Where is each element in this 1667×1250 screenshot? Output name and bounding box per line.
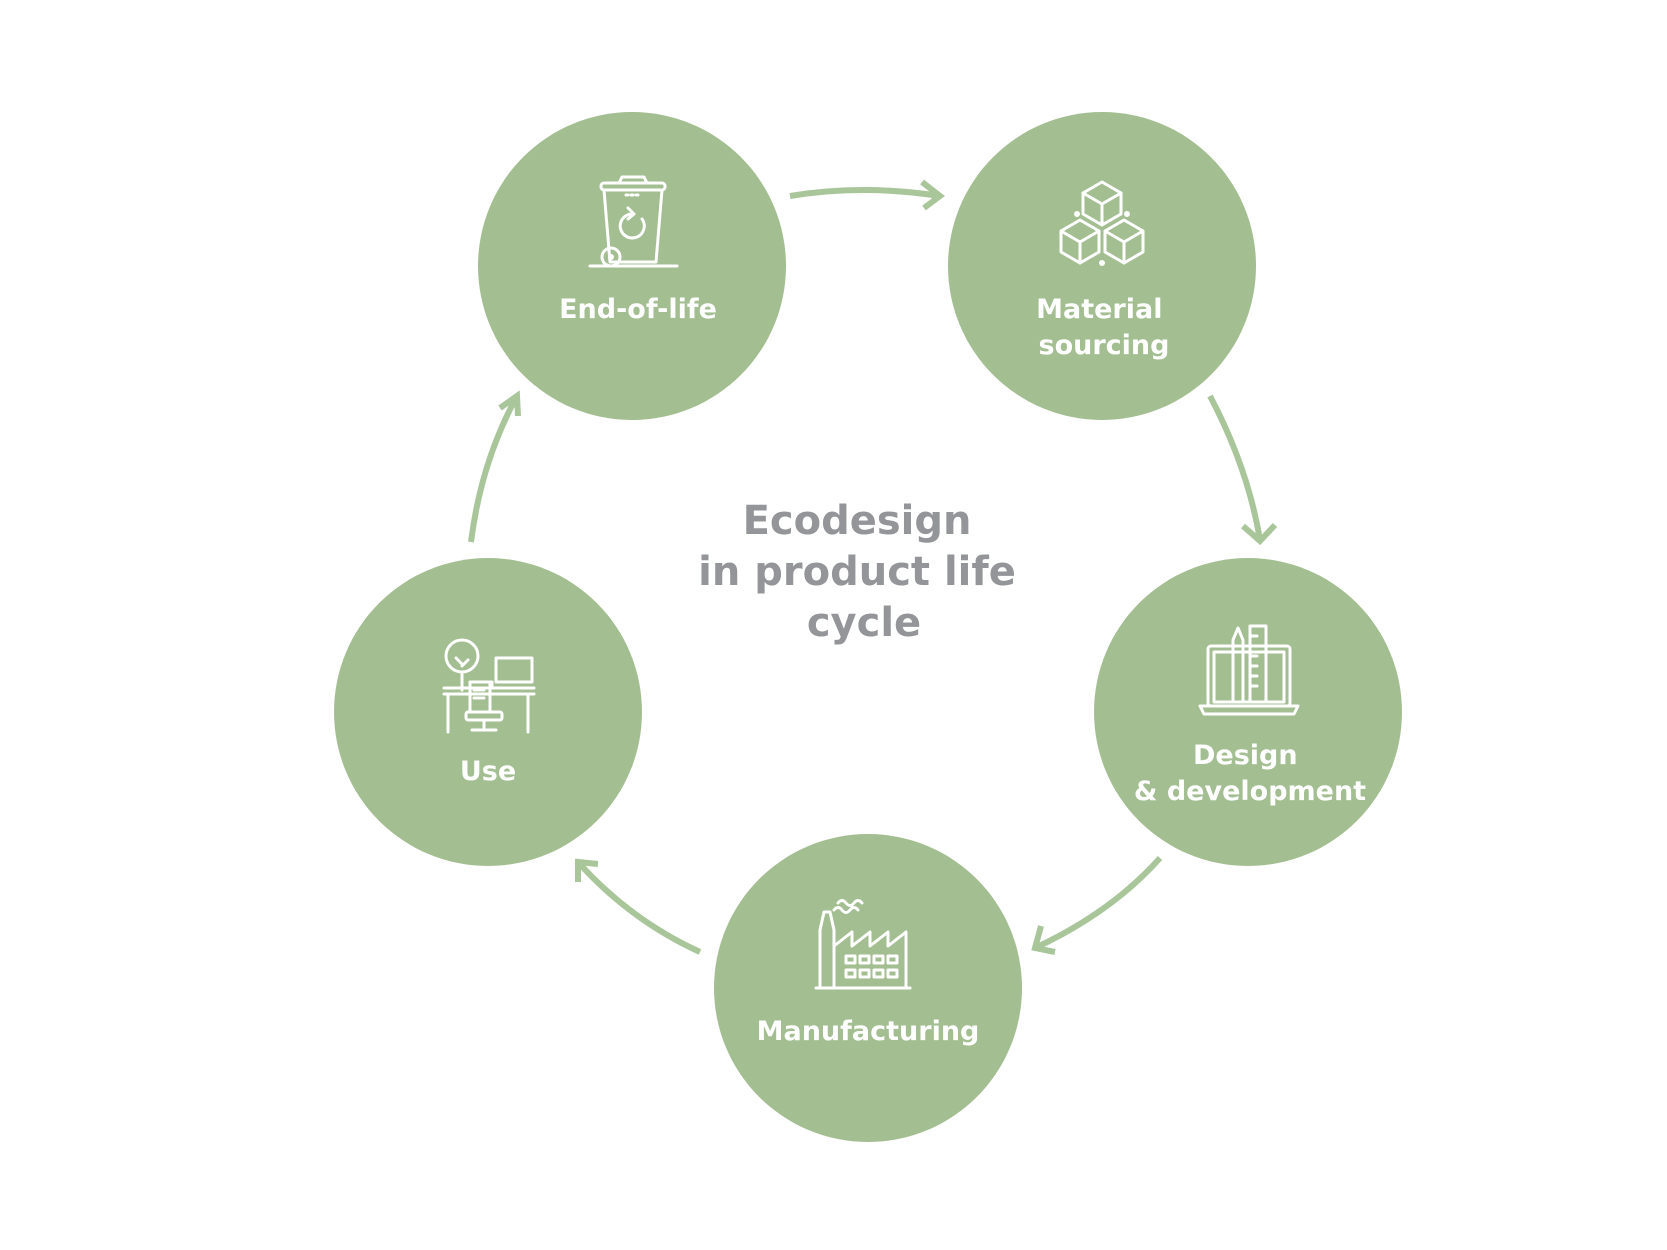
center-title: Ecodesign in product life cycle [698, 498, 1030, 646]
stage-label: Design & development [1134, 740, 1366, 807]
stage-use: Use [334, 558, 642, 866]
arrow-material-sourcing-to-design [1207, 394, 1278, 546]
stage-label: Manufacturing [757, 1016, 980, 1047]
office-desk-icon [442, 638, 536, 734]
stage-label: Use [460, 756, 516, 787]
recycling-bin-icon [588, 175, 679, 268]
arrow-head [1031, 925, 1056, 955]
arrow-head [920, 179, 945, 211]
arrow-shaft [1207, 394, 1263, 541]
stage-label: End-of-life [559, 294, 717, 325]
design-tools-laptop-icon [1198, 624, 1300, 716]
arrow-end-of-life-to-material-sourcing [789, 179, 945, 211]
arrow-shaft [1033, 856, 1163, 951]
stage-label: Material sourcing [1036, 294, 1172, 361]
cubes-icon [1059, 180, 1145, 266]
arrow-manufacturing-to-use [575, 858, 702, 955]
arrow-head [1241, 522, 1278, 546]
factory-icon [814, 899, 912, 990]
stage-end-of-life: End-of-life [478, 112, 786, 420]
stage-design-development: Design & development [1094, 558, 1402, 866]
arrow-head [498, 390, 521, 417]
arrow-design-to-manufacturing [1031, 856, 1163, 955]
arrow-head [575, 858, 599, 882]
arrow-use-to-end-of-life [468, 390, 521, 543]
arrow-shaft [468, 394, 520, 543]
arrow-shaft [789, 187, 941, 199]
cycle-arrows [468, 179, 1278, 955]
stage-manufacturing: Manufacturing [714, 834, 1022, 1142]
stage-material-sourcing: Material sourcing [948, 112, 1256, 420]
stage-circle [1094, 558, 1402, 866]
arrow-shaft [575, 859, 702, 955]
